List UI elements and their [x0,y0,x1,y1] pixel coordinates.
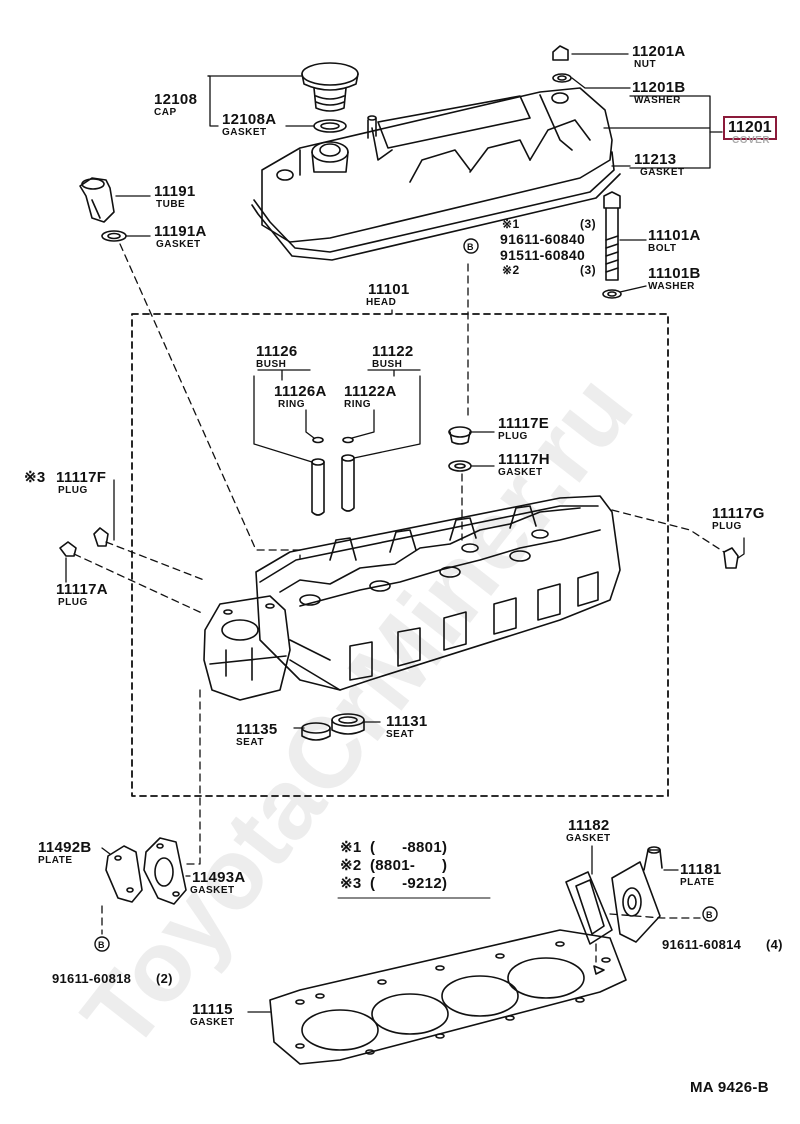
label-11135-name: SEAT [236,737,264,748]
label-11101A: 11101A [648,227,701,244]
label-11122-name: BUSH [372,359,403,370]
highlighted-part-name: COVER [732,135,771,146]
label-12108-name: CAP [154,107,177,118]
label-11126: 11126 [256,343,298,360]
label-12108: 12108 [154,91,198,108]
note-1-range: ( -8801) [370,839,448,856]
dashed-leaders [73,243,725,963]
label-11131: 11131 [386,713,428,730]
label-11117F: 11117F [56,469,107,486]
bolt-b-row1-number: 91611-60840 [500,231,586,247]
note-1-mark: ※1 [340,839,362,856]
seats-drawing [301,713,365,741]
bolt-b-row2-number: 91511-60840 [500,247,586,263]
label-11126A-name: RING [278,399,305,410]
b-mark-right: B [706,910,713,920]
note-2-range: (8801- ) [370,857,448,874]
label-11201A: 11201A [632,43,686,60]
bush-drawing [311,436,355,516]
bolt-b-row2-qty: (3) [580,263,597,277]
bolt-b-row2-mark: ※2 [502,263,520,277]
bolt-right-qty: (4) [766,937,783,952]
label-11101: 11101 [368,281,410,298]
label-11213: 11213 [634,151,677,168]
tube-drawing [79,177,127,242]
label-11182: 11182 [568,817,610,834]
label-11126-name: BUSH [256,359,287,370]
label-11191-name: TUBE [156,199,186,210]
highlighted-part-number[interactable]: 11201 [723,116,777,140]
label-11117E-name: PLUG [498,431,528,442]
label-11101B: 11101B [648,265,701,282]
plate-left-drawing [105,837,187,905]
label-11213-name: GASKET [640,167,685,178]
label-11201B: 11201B [632,79,686,96]
solid-leaders [65,53,745,1013]
label-11117F-mark: ※3 [24,469,46,486]
label-11117A-name: PLUG [58,597,88,608]
bolt-right-number: 91611-60814 [662,937,742,952]
bolt-drawing [602,191,622,299]
label-11181-name: PLATE [680,877,715,888]
label-11135: 11135 [236,721,278,738]
cap-drawing [301,62,359,133]
label-11101B-name: WASHER [648,281,695,292]
label-11122A: 11122A [344,383,397,400]
bolt-left-qty: (2) [156,971,173,986]
plate-right-drawing [565,846,663,945]
bolt-left-number: 91611-60818 [52,971,132,986]
label-11117E: 11117E [498,415,550,432]
label-11122: 11122 [372,343,414,360]
nut-drawing [552,45,572,83]
label-11117G: 11117G [712,505,765,522]
label-11493A: 11493A [192,869,246,886]
label-11492B-name: PLATE [38,855,73,866]
label-11101-name: HEAD [366,297,397,308]
label-11117A: 11117A [56,581,108,598]
label-11117F-name: PLUG [58,485,88,496]
note-3-mark: ※3 [340,875,362,892]
b-marker-circles [94,238,718,952]
label-11115: 11115 [192,1001,233,1018]
label-11191: 11191 [154,183,196,200]
label-11117G-name: PLUG [712,521,742,532]
cover-drawing [251,87,621,261]
label-11182-name: GASKET [566,833,611,844]
label-11131-name: SEAT [386,729,414,740]
label-11117H-name: GASKET [498,467,543,478]
bolt-b-row1-qty: (3) [580,217,597,231]
figure-code: MA 9426-B [690,1079,769,1096]
label-11201B-name: WASHER [634,95,681,106]
label-12108A: 12108A [222,111,277,128]
label-11126A: 11126A [274,383,327,400]
plugs-drawing [59,426,739,569]
note-2-mark: ※2 [340,857,362,874]
b-mark-left: B [98,940,105,950]
label-11201A-name: NUT [634,59,657,70]
label-11493A-name: GASKET [190,885,235,896]
label-11122A-name: RING [344,399,371,410]
label-12108A-name: GASKET [222,127,267,138]
note-3-range: ( -9212) [370,875,448,892]
head-gasket-drawing [269,929,627,1065]
bolt-b-row1-mark: ※1 [502,217,520,231]
head-drawing [203,495,621,701]
label-11115-name: GASKET [190,1017,235,1028]
label-11101A-name: BOLT [648,243,677,254]
head-outline [131,313,669,797]
b-mark-bolt: B [467,242,474,252]
label-11181: 11181 [680,861,722,878]
label-11191A-name: GASKET [156,239,201,250]
label-11191A: 11191A [154,223,207,240]
label-11492B: 11492B [38,839,92,856]
label-11117H: 11117H [498,451,550,468]
